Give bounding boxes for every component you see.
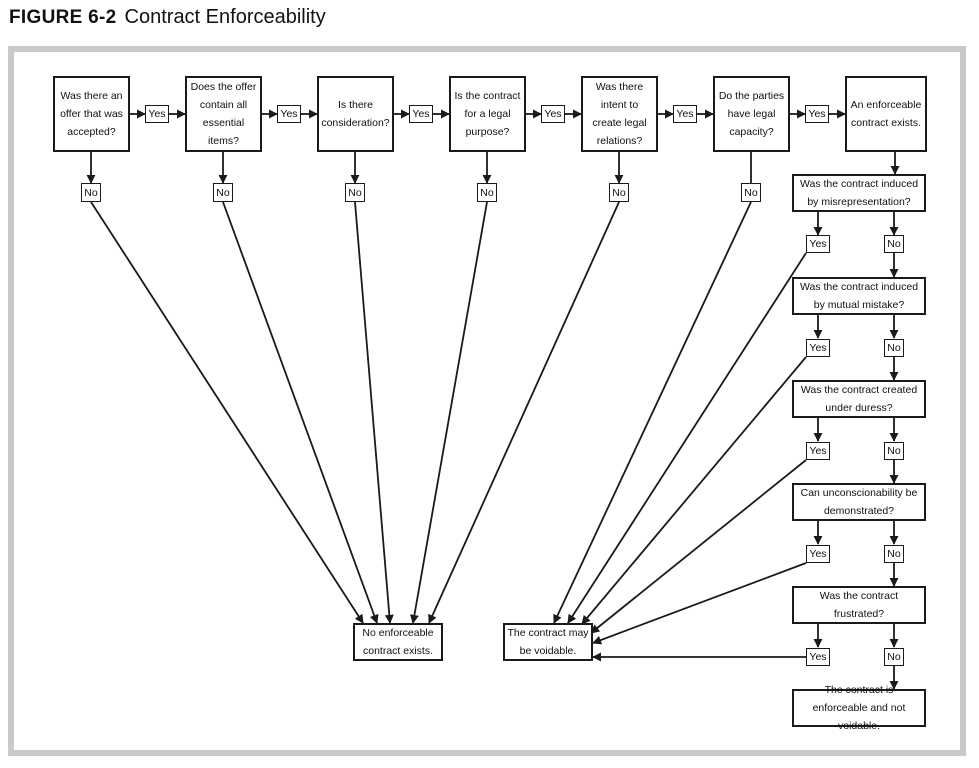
yes-label: Yes: [541, 105, 565, 123]
step-text: Is the contract for a legal purpose?: [454, 90, 521, 138]
figure-caption: Contract Enforceability: [124, 6, 326, 28]
yes-label: Yes: [277, 105, 301, 123]
yes-label: Yes: [673, 105, 697, 123]
yes-label: Yes: [409, 105, 433, 123]
yes-label: Yes: [806, 442, 830, 460]
check-box-mutual-mistake: Was the contract induced by mutual mista…: [792, 277, 926, 315]
figure-title: FIGURE 6-2 Contract Enforceability: [9, 3, 326, 31]
check-text: Was the contract created under duress?: [800, 384, 918, 414]
enforceable-box: An enforceable contract exists.: [845, 76, 927, 152]
outcome-voidable: The contract may be voidable.: [503, 623, 593, 661]
yes-label: Yes: [806, 545, 830, 563]
arrow-to-not-enforceable: [90, 201, 364, 624]
no-label: No: [81, 183, 101, 202]
step-text: Was there intent to create legal relatio…: [592, 81, 647, 147]
step-text: Do the parties have legal capacity?: [718, 90, 785, 138]
no-label: No: [741, 183, 761, 202]
check-box-unconscionability: Can unconscionability be demonstrated?: [792, 483, 926, 521]
yes-label: Yes: [806, 339, 830, 357]
outcome-text: No enforceable contract exists.: [362, 627, 434, 657]
step-text: Was there an offer that was accepted?: [60, 90, 123, 138]
no-label: No: [477, 183, 497, 202]
step-text: Is there consideration?: [321, 99, 390, 129]
check-text: Was the contract frustrated?: [819, 590, 899, 620]
check-box-frustrated: Was the contract frustrated?: [792, 586, 926, 624]
arrow-to-voidable: [553, 201, 752, 624]
outcome-no-enforceable-contract: No enforceable contract exists.: [353, 623, 443, 661]
yes-label: Yes: [806, 648, 830, 666]
yes-label: Yes: [805, 105, 829, 123]
step-box-capacity: Do the parties have legal capacity?: [713, 76, 790, 152]
check-text: Was the contract induced by misrepresent…: [799, 178, 919, 208]
enforceable-text: An enforceable contract exists.: [850, 99, 922, 129]
step-box-consideration: Is there consideration?: [317, 76, 394, 152]
step-box-offer: Was there an offer that was accepted?: [53, 76, 130, 152]
outcome-text: The contract is enforceable and not void…: [812, 684, 906, 732]
check-box-duress: Was the contract created under duress?: [792, 380, 926, 418]
arrow-to-not-enforceable: [409, 201, 488, 624]
arrow-to-not-enforceable: [428, 201, 620, 624]
no-label: No: [213, 183, 233, 202]
no-label: No: [884, 235, 904, 253]
yes-label: Yes: [145, 105, 169, 123]
arrow-to-not-enforceable: [222, 201, 379, 624]
no-label: No: [345, 183, 365, 202]
figure-number: FIGURE 6-2: [9, 7, 117, 28]
no-label: No: [884, 442, 904, 460]
check-text: Can unconscionability be demonstrated?: [800, 487, 918, 517]
arrow-to-voidable: [592, 562, 807, 645]
arrow-to-voidable: [567, 252, 807, 624]
check-box-misrepresentation: Was the contract induced by misrepresent…: [792, 174, 926, 212]
step-box-legal-purpose: Is the contract for a legal purpose?: [449, 76, 526, 152]
no-label: No: [884, 545, 904, 563]
no-label: No: [609, 183, 629, 202]
step-box-essential-items: Does the offer contain all essential ite…: [185, 76, 262, 152]
no-label: No: [884, 339, 904, 357]
step-box-intent: Was there intent to create legal relatio…: [581, 76, 658, 152]
check-text: Was the contract induced by mutual mista…: [799, 281, 919, 311]
outcome-text: The contract may be voidable.: [507, 627, 589, 657]
arrow-to-voidable: [590, 459, 807, 634]
step-text: Does the offer contain all essential ite…: [190, 81, 257, 147]
arrow-to-not-enforceable: [354, 201, 394, 624]
no-label: No: [884, 648, 904, 666]
outcome-enforceable-not-voidable: The contract is enforceable and not void…: [792, 684, 926, 732]
yes-label: Yes: [806, 235, 830, 253]
arrow-to-voidable: [581, 356, 807, 625]
